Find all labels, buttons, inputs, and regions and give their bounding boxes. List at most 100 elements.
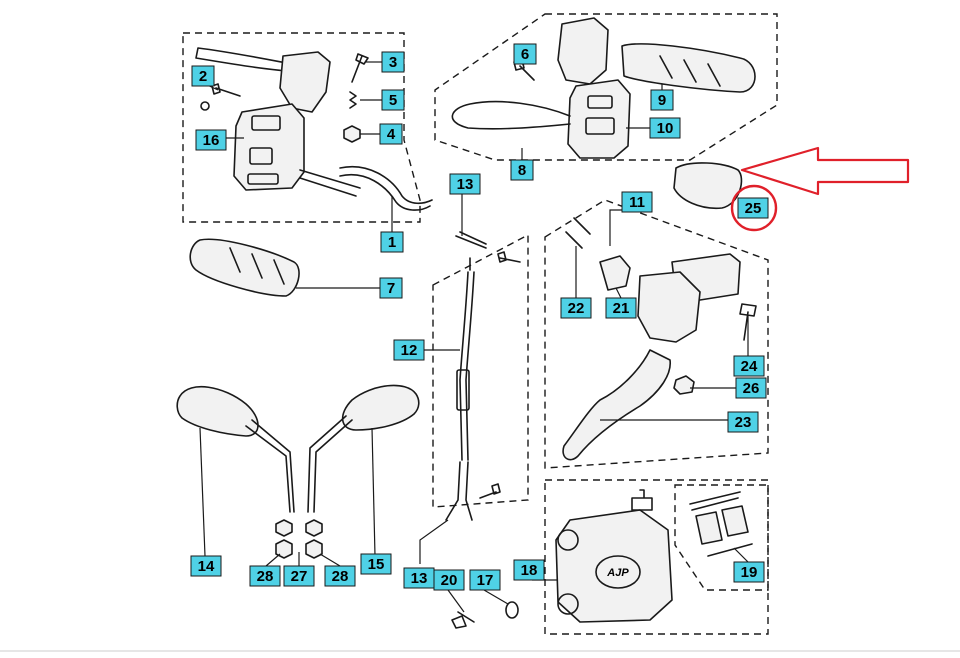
callout-15: 15 [360,553,392,575]
lever-pivot-bolt-24 [739,303,757,341]
callout-12: 12 [393,339,425,361]
hose-group-box [432,233,529,508]
callout-10: 10 [649,117,681,139]
hose-bolt-top [497,251,521,263]
mirror-nut-right-lower [305,539,323,559]
right-switch-housing [567,79,631,159]
right-switch-button-mid [585,117,615,135]
leader-20 [447,589,465,613]
red-arrow [740,146,910,196]
leader-28a [265,553,281,567]
brake-hose-assembly [445,231,521,521]
svg-text:7: 7 [387,280,395,297]
callout-3: 3 [381,51,405,73]
leader-19 [733,547,749,563]
left-screw-2 [211,83,241,97]
callout-28b: 28 [324,565,356,587]
left-nut-4 [343,125,361,143]
right-grip-ribs [659,55,721,87]
callout-8: 8 [510,159,534,181]
master-cylinder-assembly [562,217,757,461]
callout-22: 22 [560,297,592,319]
svg-text:5: 5 [389,92,397,109]
callout-19: 19 [733,561,765,583]
left-switch-cable [339,165,433,211]
svg-text:6: 6 [521,46,529,63]
svg-text:15: 15 [368,556,385,573]
group-boxes [182,13,778,635]
left-switch-button-low [247,173,279,185]
pad-pin-lower [707,543,753,557]
left-switch-housing [233,103,305,191]
svg-text:13: 13 [411,570,428,587]
leader-15 [371,427,376,557]
left-washer [200,101,210,111]
left-switch-group-box [182,32,421,223]
svg-text:28: 28 [332,568,349,585]
svg-text:28: 28 [257,568,274,585]
master-cylinder-clamp-21 [599,255,631,291]
callout-7: 7 [379,277,403,299]
mirror-assembly [176,384,420,559]
pads-group-box [674,484,769,591]
pivot-nut-26 [673,375,695,395]
svg-text:9: 9 [658,92,666,109]
svg-text:2: 2 [199,68,207,85]
callout-24: 24 [733,355,765,377]
right-switch-assembly [451,17,756,210]
brake-lever-23 [562,349,671,461]
left-bolt-3 [351,53,369,83]
highlight-annotation [730,146,910,232]
washer-17 [505,601,519,619]
svg-text:8: 8 [518,162,526,179]
svg-text:20: 20 [441,572,458,589]
caliper-logo-oval [595,555,641,589]
right-switch-group-box [434,13,778,161]
callout-16: 16 [195,129,227,151]
svg-text:10: 10 [657,120,674,137]
caliper-assembly: AJP [451,489,753,629]
callout-2: 2 [191,65,215,87]
callout-9: 9 [650,89,674,111]
left-switch-button-mid [249,147,273,165]
callout-18: 18 [513,559,545,581]
callout-labels: 1 2 3 4 5 6 7 8 9 10 11 12 13 13 14 15 1… [190,43,769,591]
leader-11 [609,209,640,246]
caliper-bleed-screw [631,489,653,511]
callout-1: 1 [380,231,404,253]
right-mirror-stem [307,415,353,513]
callout-25: 25 [737,197,769,219]
callout-13b: 13 [403,567,435,589]
caliper-bolt-20 [451,611,475,629]
callout-11: 11 [621,191,653,213]
right-switch-button-top [587,95,613,109]
brake-pad-19a [695,511,723,545]
left-mirror-14 [176,385,259,437]
svg-text:14: 14 [198,558,215,575]
right-switch-cable [451,100,571,130]
svg-text:19: 19 [741,564,758,581]
mirror-nut-left-lower [275,539,293,559]
hose-bolt-bottom [479,483,501,499]
master-cylinder-group-box [544,199,769,469]
svg-text:23: 23 [735,414,752,431]
leader-21 [615,287,622,299]
left-grip-ribs [229,247,285,285]
callout-17: 17 [469,569,501,591]
leader-13b [419,519,449,564]
left-handlebar-stub [299,169,361,197]
caliper-logo-text: AJP [606,567,629,579]
callout-5: 5 [381,89,405,111]
left-spring-5 [349,91,357,109]
svg-text:13: 13 [457,176,474,193]
svg-text:16: 16 [203,132,220,149]
left-mirror-stem [245,419,295,513]
callout-21: 21 [605,297,637,319]
callout-23: 23 [727,411,759,433]
callout-4: 4 [379,123,403,145]
callout-14: 14 [190,555,222,577]
svg-text:27: 27 [291,568,308,585]
clamp-bolt-22 [565,217,591,249]
caliper-mount-top [557,529,579,551]
